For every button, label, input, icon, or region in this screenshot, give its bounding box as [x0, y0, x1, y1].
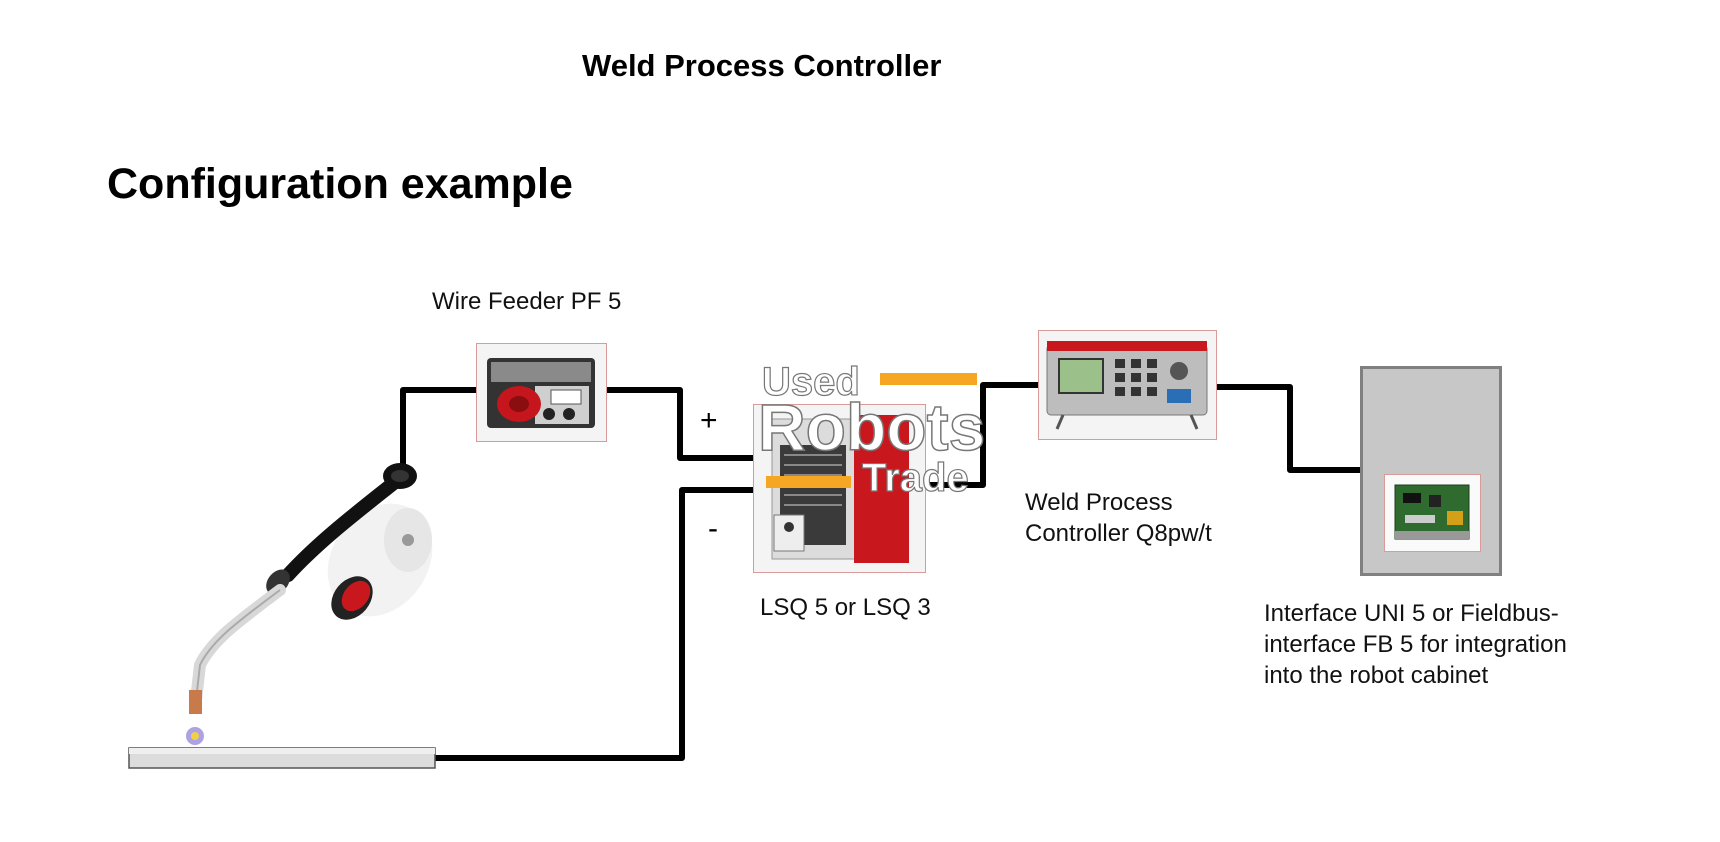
- controller-image: [1038, 330, 1217, 440]
- controller-label-line1: Weld Process: [1025, 489, 1173, 516]
- interface-board-icon: [1394, 484, 1470, 540]
- minus-sign: -: [708, 512, 718, 545]
- power-source-label: LSQ 5 or LSQ 3: [760, 594, 931, 621]
- positive-wire: [606, 387, 755, 461]
- interface-label-line2: interface FB 5 for integration: [1264, 631, 1567, 658]
- negative-wire: [435, 487, 755, 761]
- torch-hose-wire: [400, 387, 476, 470]
- plus-sign: +: [700, 404, 718, 437]
- power-source-icon: [771, 415, 909, 563]
- wire-feeder-icon: [487, 358, 595, 428]
- interface-label-line1: Interface UNI 5 or Fieldbus-: [1264, 600, 1559, 627]
- section-heading: Configuration example: [107, 160, 573, 208]
- controller-icon: [1046, 341, 1208, 430]
- interface-wire: [1215, 384, 1360, 473]
- controller-label-line2: Controller Q8pw/t: [1025, 520, 1212, 547]
- robot-torch-icon: [186, 463, 433, 745]
- controller-wire: [925, 382, 1040, 488]
- workpiece-icon: [128, 747, 436, 769]
- power-source-image: [753, 404, 926, 573]
- interface-board-image: [1384, 474, 1481, 552]
- interface-label-line3: into the robot cabinet: [1264, 662, 1489, 689]
- page-title: Weld Process Controller: [582, 48, 942, 83]
- wire-feeder-image: [476, 343, 607, 442]
- wire-feeder-label: Wire Feeder PF 5: [432, 288, 622, 315]
